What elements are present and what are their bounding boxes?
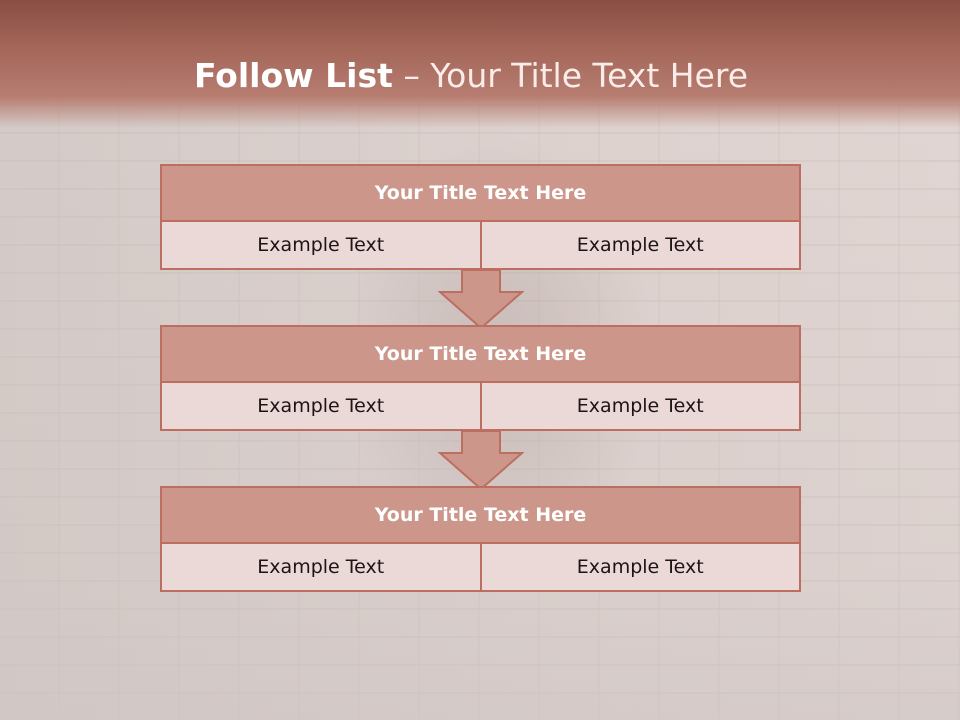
step-title: Your Title Text Here — [160, 325, 801, 383]
step-title: Your Title Text Here — [160, 486, 801, 544]
slide-title-bold: Follow List — [193, 56, 393, 95]
step-cell-right: Example Text — [479, 381, 801, 431]
header-band — [0, 0, 960, 128]
step-row: Example Text Example Text — [160, 381, 801, 431]
step-block-3: Your Title Text Here Example Text Exampl… — [160, 486, 801, 592]
slide-title-rest: – Your Title Text Here — [403, 56, 749, 95]
step-block-2: Your Title Text Here Example Text Exampl… — [160, 325, 801, 431]
step-row: Example Text Example Text — [160, 542, 801, 592]
step-cell-left: Example Text — [160, 542, 482, 592]
step-title: Your Title Text Here — [160, 164, 801, 222]
step-cell-right: Example Text — [479, 542, 801, 592]
down-arrow-icon — [438, 431, 524, 491]
step-cell-right: Example Text — [479, 220, 801, 270]
slide-title: Follow List – Your Title Text Here — [0, 52, 942, 100]
step-cell-left: Example Text — [160, 220, 482, 270]
step-block-1: Your Title Text Here Example Text Exampl… — [160, 164, 801, 270]
down-arrow-icon — [438, 270, 524, 330]
step-row: Example Text Example Text — [160, 220, 801, 270]
step-cell-left: Example Text — [160, 381, 482, 431]
